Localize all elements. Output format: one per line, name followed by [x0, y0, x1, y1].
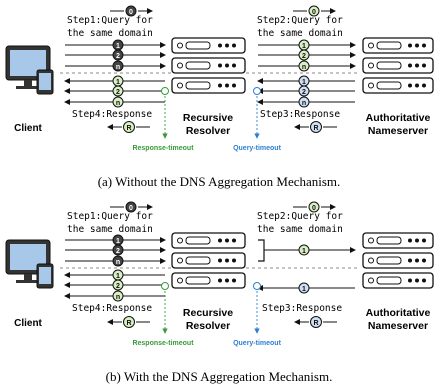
b-resp-token-one-label: 1	[116, 273, 120, 280]
b-ns-token-one-label: 1	[302, 286, 306, 293]
b-token-r-ns-label: R	[313, 320, 318, 327]
query-timeout-clock-icon	[253, 87, 261, 95]
b-resp-token-n-icon	[112, 290, 124, 302]
nameserver-label-line1: Authoritative	[366, 112, 431, 124]
b-step1-label-line2: the same domain	[67, 224, 153, 235]
b-token-r-client-label: R	[126, 320, 131, 327]
caption-a: (a) Without the DNS Aggregation Mechanis…	[98, 174, 341, 189]
ns-token-two-icon	[298, 85, 310, 97]
b-token-zero-label: 0	[129, 205, 133, 212]
b-token-n-dark-label: n	[116, 259, 120, 266]
token-zero-label: 0	[129, 9, 133, 16]
response-timeout-clock-icon	[161, 87, 169, 95]
b-step2-label-line2: the same domain	[257, 224, 343, 235]
b-token-one-dark-label: 1	[116, 238, 120, 245]
b-token-zero-icon	[125, 201, 137, 213]
client-response-arrows: 1 2 n	[64, 75, 165, 108]
step4-label: Step4:Response	[72, 109, 152, 120]
b-token-zero-green-label: 0	[312, 205, 316, 212]
token-zero-green-label: 0	[312, 9, 316, 16]
b-token-r-ns-icon	[310, 316, 322, 328]
token-n-dark-label: n	[116, 64, 120, 71]
ns-token-n-icon	[298, 96, 310, 108]
b-query-timeout-label: Query-timeout	[233, 340, 282, 347]
b-response-timeout-clock-icon	[161, 282, 169, 290]
b-ns-token-one-icon	[298, 282, 310, 294]
client-label: Client	[14, 123, 42, 134]
b-token-two-dark-label: 2	[116, 248, 120, 255]
b-token-one-green-icon	[298, 244, 310, 256]
b-client-computer-icon	[5, 239, 54, 289]
token-two-green-label: 2	[302, 53, 306, 60]
ns-token-n-label: n	[302, 100, 306, 107]
nameserver-stack-icon	[362, 37, 434, 94]
b-client-query-arrows: 1 2 n	[65, 234, 166, 267]
step2-label-line2: the same domain	[257, 28, 343, 39]
b-nameserver-stack-icon	[362, 232, 434, 289]
token-r-ns-icon	[310, 121, 322, 133]
client-query-arrows: 1 2 n	[65, 39, 166, 72]
b-step1-label-line1: Step1:Query for	[67, 211, 153, 222]
resolver-server-stack-icon	[171, 37, 246, 94]
token-zero-green-icon	[308, 5, 320, 17]
b-token-one-green-label: 1	[302, 248, 306, 255]
resp-token-two-label: 2	[116, 89, 120, 96]
step2-label-line1: Step2:Query for	[257, 15, 343, 26]
b-token-zero-green-icon	[308, 201, 320, 213]
token-n-green-label: n	[302, 64, 306, 71]
step1-label-line1: Step1:Query for	[67, 15, 153, 26]
b-step3-label: Step3:Response	[262, 303, 342, 314]
token-n-dark-icon	[112, 60, 124, 72]
b-response-timeout-label: Response-timeout	[132, 340, 194, 347]
resp-token-one-label: 1	[116, 79, 120, 86]
diagram-b: Step1:Query for the same domain Step2:Qu…	[5, 201, 434, 384]
b-token-n-dark-icon	[112, 255, 124, 267]
b-query-timeout-clock-icon	[253, 282, 261, 290]
query-timeout-label: Query-timeout	[233, 145, 282, 152]
response-timeout-label: Response-timeout	[132, 145, 194, 152]
token-zero-icon	[125, 5, 137, 17]
token-r-client-icon	[123, 121, 135, 133]
token-r-ns-label: R	[313, 125, 318, 132]
b-step2-label-line1: Step2:Query for	[257, 211, 343, 222]
ns-token-one-label: 1	[302, 79, 306, 86]
b-step4-label: Step4:Response	[72, 303, 152, 314]
b-token-r-client-icon	[123, 316, 135, 328]
b-resp-token-two-label: 2	[116, 283, 120, 290]
b-resp-token-n-label: n	[116, 294, 120, 301]
token-n-green-icon	[298, 60, 310, 72]
resolver-label-line2: Resolver	[186, 125, 230, 137]
b-token-two-dark-icon	[112, 244, 124, 256]
step1-label-line2: the same domain	[67, 28, 153, 39]
token-two-dark-label: 2	[116, 53, 120, 60]
aggregation-bracket	[258, 239, 265, 262]
token-one-green-label: 1	[302, 43, 306, 50]
diagram-a: Step1:Query for the same domain Step2:Qu…	[5, 5, 434, 189]
resolver-query-arrows: 1 2 n	[258, 39, 356, 72]
token-one-dark-label: 1	[116, 43, 120, 50]
b-resolver-label-line1: Recursive	[183, 307, 233, 319]
token-two-dark-icon	[112, 49, 124, 61]
b-nameserver-label-line2: Nameserver	[368, 320, 428, 332]
b-client-label: Client	[14, 318, 42, 329]
nameserver-label-line2: Nameserver	[368, 125, 428, 137]
b-resp-token-two-icon	[112, 279, 124, 291]
b-resolver-label-line2: Resolver	[186, 320, 230, 332]
caption-b: (b) With the DNS Aggregation Mechanism.	[106, 369, 333, 384]
resp-token-two-icon	[112, 85, 124, 97]
resp-token-n-label: n	[116, 100, 120, 107]
step3-label: Step3:Response	[260, 109, 340, 120]
token-r-client-label: R	[126, 125, 131, 132]
b-nameserver-label-line1: Authoritative	[366, 307, 431, 319]
b-client-response-arrows: 1 2 n	[64, 269, 165, 302]
token-two-green-icon	[298, 49, 310, 61]
resolver-label-line1: Recursive	[183, 112, 233, 124]
b-resolver-server-stack-icon	[171, 232, 246, 289]
resp-token-n-icon	[112, 96, 124, 108]
client-computer-icon	[5, 45, 54, 95]
nameserver-response-arrows: 1 2 n	[257, 75, 355, 108]
ns-token-two-label: 2	[302, 89, 306, 96]
